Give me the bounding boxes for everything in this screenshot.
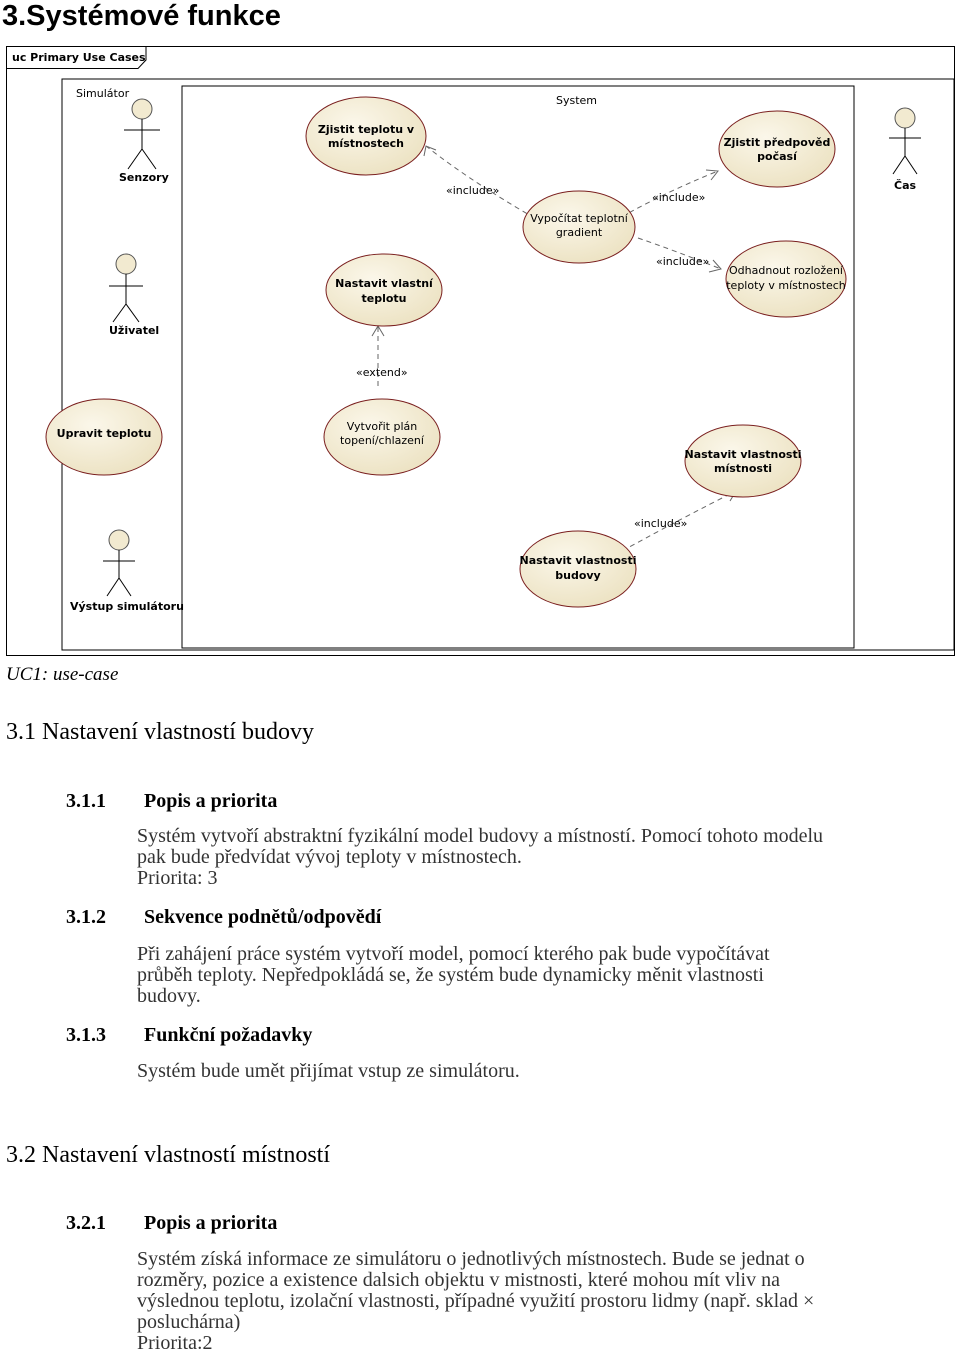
svg-text:Nastavit vlastnosti: Nastavit vlastnosti (519, 554, 636, 567)
frame-label: uc Primary Use Cases (12, 51, 146, 64)
subsection-title: Popis a priorita (144, 790, 278, 812)
actor-vystup: Výstup simulátoru (70, 529, 184, 613)
section-title: 3.1 Nastavení vlastností budovy (6, 719, 314, 745)
body-line: Priorita: 3 (137, 867, 218, 889)
page-heading: 3.Systémové funkce (2, 0, 281, 32)
svg-text:místnosti: místnosti (714, 462, 772, 475)
svg-text:teplotu: teplotu (361, 292, 406, 305)
actor-cas: Čas (889, 107, 921, 192)
stereotype-include-2: «include» (652, 191, 705, 204)
svg-text:Zjistit předpověd: Zjistit předpověd (724, 136, 831, 149)
svg-text:teploty v místnostech: teploty v místnostech (726, 279, 846, 292)
svg-text:Upravit teplotu: Upravit teplotu (57, 427, 152, 440)
subsection-number: 3.1.1 (66, 790, 106, 812)
actor-uzivatel: Uživatel (109, 253, 159, 337)
stereotype-include-3: «include» (656, 255, 709, 268)
usecase-odhadnout: Odhadnout rozložení teploty v místnostec… (725, 240, 847, 318)
body-line: budovy. (137, 985, 201, 1007)
body-line: průběh teploty. Nepředpokládá se, že sys… (137, 964, 764, 986)
svg-text:gradient: gradient (556, 226, 603, 239)
use-case-diagram-svg: uc Primary Use Cases Simulátor System Se… (6, 46, 955, 656)
stereotype-extend: «extend» (356, 366, 408, 379)
stereotype-include-4: «include» (634, 517, 687, 530)
actor-vystup-label: Výstup simulátoru (70, 600, 184, 613)
usecase-zjistit-teplotu: Zjistit teplotu v místnostech (305, 96, 427, 176)
subsection-title: Sekvence podnětů/odpovědí (144, 906, 382, 928)
actor-cas-label: Čas (894, 179, 916, 192)
usecase-upravit-teplotu: Upravit teplotu (45, 398, 163, 476)
include-line-1 (425, 145, 567, 237)
svg-text:místnostech: místnostech (328, 137, 404, 150)
diagram-caption: UC1: use-case (6, 664, 119, 685)
body-line: posluchárna) (137, 1311, 241, 1333)
body-line: Systém bude umět přijímat vstup ze simul… (137, 1060, 520, 1082)
body-line: Při zahájení práce systém vytvoří model,… (137, 943, 770, 965)
svg-text:topení/chlazení: topení/chlazení (340, 434, 425, 447)
system-boundary-label: System (556, 94, 597, 107)
subsection-body: Systém vytvoří abstraktní fyzikální mode… (137, 826, 957, 889)
body-line: Priorita:2 (137, 1332, 213, 1354)
svg-text:budovy: budovy (555, 569, 600, 582)
actor-senzory: Senzory (119, 98, 169, 184)
body-line: Systém získá informace ze simulátoru o j… (137, 1248, 805, 1270)
svg-text:počasí: počasí (757, 150, 798, 163)
use-case-diagram: uc Primary Use Cases Simulátor System Se… (6, 46, 955, 656)
section-title: 3.2 Nastavení vlastností místností (6, 1142, 330, 1168)
subsection-number: 3.2.1 (66, 1212, 106, 1234)
body-line: rozměry, pozice a existence dalsich obje… (137, 1269, 780, 1291)
actor-uzivatel-label: Uživatel (109, 324, 159, 337)
frame-tab (6, 46, 147, 69)
svg-text:Vypočítat teplotní: Vypočítat teplotní (530, 212, 629, 225)
simulator-boundary-label: Simulátor (76, 87, 130, 100)
actor-senzory-label: Senzory (119, 171, 169, 184)
svg-text:Nastavit vlastní: Nastavit vlastní (335, 277, 434, 290)
stereotype-include-1: «include» (446, 184, 499, 197)
usecase-nastavit-teplotu: Nastavit vlastní teplotu (325, 253, 443, 327)
usecase-vytvorit-plan: Vytvořit plán topení/chlazení (323, 398, 441, 476)
body-line: pak bude předvídat vývoj teploty v místn… (137, 846, 522, 868)
svg-text:Odhadnout rozložení: Odhadnout rozložení (729, 264, 844, 277)
usecase-zjistit-predpoved: Zjistit předpověd počasí (718, 110, 836, 188)
svg-text:Nastavit vlastnosti: Nastavit vlastnosti (684, 448, 801, 461)
svg-text:Zjistit teplotu v: Zjistit teplotu v (318, 123, 415, 136)
subsection-title: Popis a priorita (144, 1212, 278, 1234)
body-line: výslednou teplotu, izolační vlastnosti, … (137, 1290, 815, 1312)
subsection-body: Při zahájení práce systém vytvoří model,… (137, 944, 957, 1007)
subsection-number: 3.1.2 (66, 906, 106, 928)
subsection-title: Funkční požadavky (144, 1024, 313, 1046)
subsection-number: 3.1.3 (66, 1024, 106, 1046)
usecase-nastavit-mistnosti: Nastavit vlastnosti místnosti (684, 424, 802, 498)
usecase-nastavit-budovy: Nastavit vlastnosti budovy (519, 530, 637, 608)
system-boundary (181, 85, 855, 649)
svg-text:Vytvořit plán: Vytvořit plán (347, 420, 417, 433)
simulator-boundary (61, 78, 955, 651)
body-line: Systém vytvoří abstraktní fyzikální mode… (137, 825, 824, 847)
usecase-vypocitat-gradient: Vypočítat teplotní gradient (522, 190, 636, 264)
subsection-body: Systém získá informace ze simulátoru o j… (137, 1249, 957, 1354)
subsection-body: Systém bude umět přijímat vstup ze simul… (137, 1061, 957, 1082)
